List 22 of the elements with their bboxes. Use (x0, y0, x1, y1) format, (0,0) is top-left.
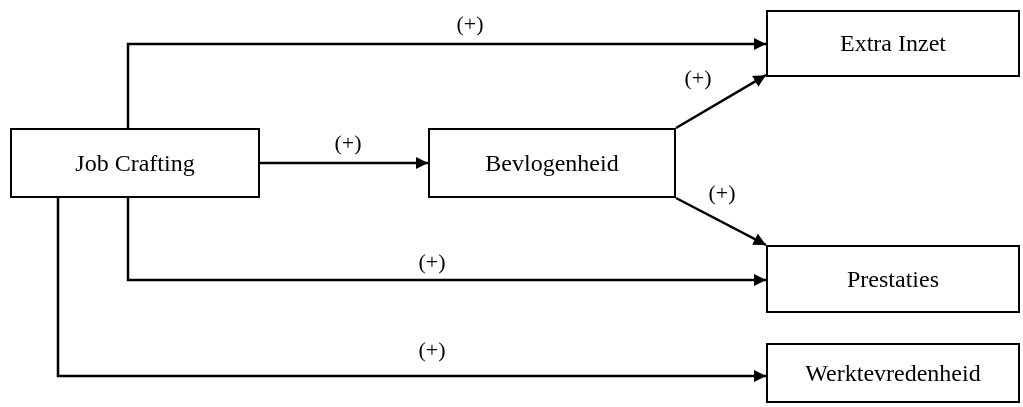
arrow (675, 73, 767, 130)
node-label: Extra Inzet (840, 30, 946, 57)
process-box (428, 128, 676, 198)
edge-label: (+) (418, 337, 446, 363)
node-label: Werktevredenheid (805, 359, 981, 387)
node-label: Job Crafting (75, 149, 195, 177)
node-label: Prestaties (847, 265, 939, 293)
process-box (766, 245, 1020, 313)
edge-label: (+) (418, 249, 446, 275)
edge-label: (+) (684, 65, 712, 91)
process-box (766, 343, 1020, 403)
arrow (56, 198, 766, 383)
process-box (10, 128, 260, 198)
edge-label: (+) (708, 180, 736, 206)
node-label: Bevlogenheid (485, 149, 619, 177)
edge-label: (+) (334, 130, 362, 156)
arrow (126, 37, 766, 128)
arrow (675, 196, 767, 247)
arrow (126, 198, 766, 287)
arrow (260, 156, 428, 170)
process-box (766, 10, 1020, 77)
edge-label: (+) (456, 11, 484, 37)
